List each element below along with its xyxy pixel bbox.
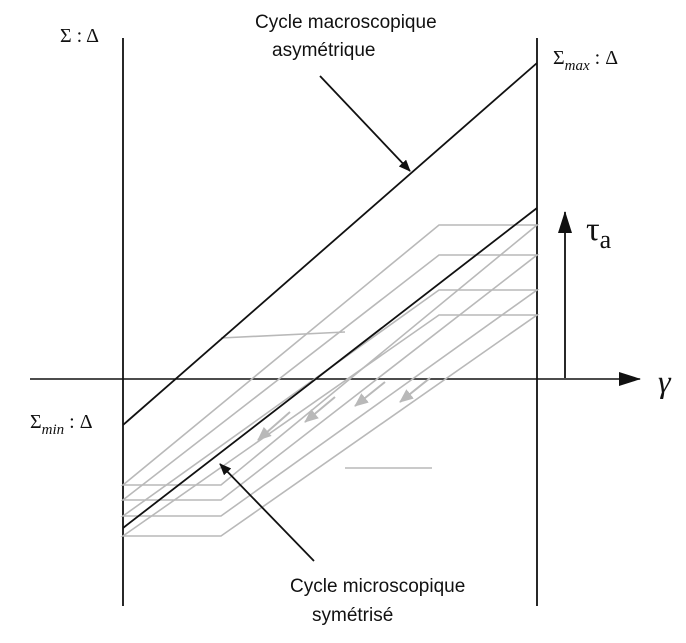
- micro-cycle-arrow-4: [399, 377, 431, 403]
- micro-cycle-line: [122, 207, 538, 529]
- x-axis-label: γ: [658, 363, 672, 399]
- micro-cycles: [120, 224, 540, 537]
- sigma-max-label: Σmax : Δ: [553, 47, 618, 74]
- micro-cycle-label-line1: Cycle microscopique: [290, 576, 465, 597]
- micro-cycle-label-line2: symétrisé: [312, 605, 393, 626]
- macro-cycle-label-line2: asymétrique: [272, 40, 376, 61]
- macro-cycle-label-line1: Cycle macroscopique: [255, 12, 437, 33]
- sigma-min-label: Σmin : Δ: [30, 411, 93, 438]
- micro-cycle-2: [120, 254, 540, 501]
- micro-cycle-1: [120, 224, 540, 486]
- micro-cycle-arrow-3: [354, 381, 386, 407]
- macro-pointer-arrow: [319, 75, 411, 172]
- micro-cycle-arrows: [257, 377, 431, 441]
- micro-cycle-arrow-1: [257, 411, 291, 441]
- tau-label: τa: [586, 211, 612, 254]
- micro-cycle-arrow-2: [304, 396, 336, 423]
- micro-cycle-top-segment: [220, 331, 346, 339]
- y-axis-label: Σ : Δ: [60, 25, 99, 47]
- micro-pointer-arrow: [219, 463, 315, 562]
- micro-cycle-4: [120, 314, 540, 537]
- micro-cycle-3: [120, 289, 540, 517]
- macro-cycle-line: [122, 62, 538, 426]
